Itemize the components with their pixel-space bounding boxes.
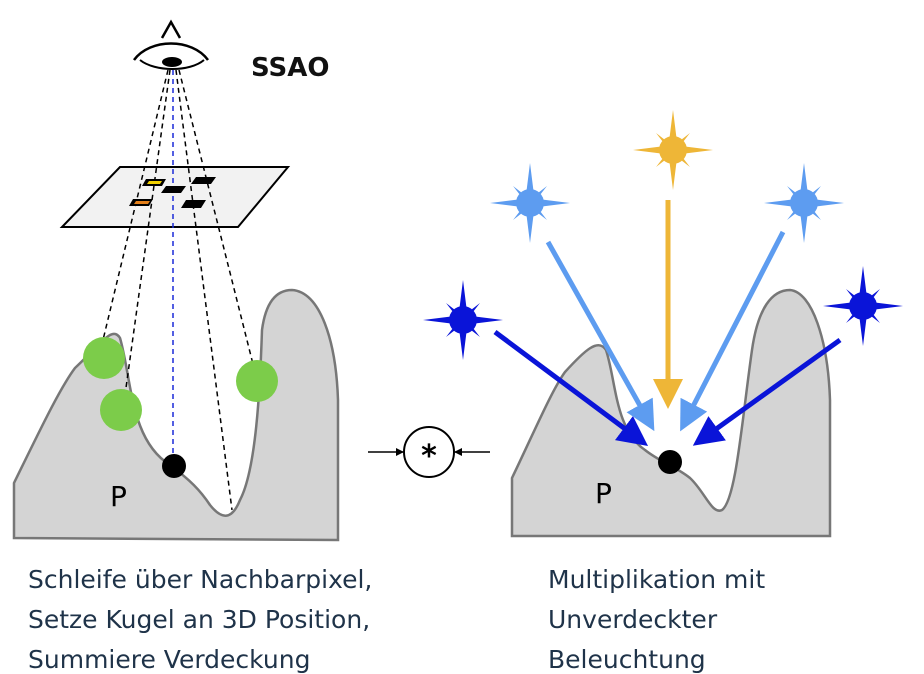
light-source-icon	[423, 280, 503, 360]
light-source-icon	[823, 266, 903, 346]
caption-right: Multiplikation mit Unverdeckter Beleucht…	[548, 560, 765, 674]
light-source-icon	[490, 163, 570, 243]
title: SSAO	[251, 53, 330, 83]
operator-symbol: *	[421, 439, 437, 474]
terrain-left	[12, 288, 340, 542]
light-source-icon	[633, 110, 713, 190]
eye-icon	[132, 19, 210, 70]
multiply-operator: *	[368, 426, 490, 478]
point-p-right	[658, 450, 682, 474]
caption-line: Beleuchtung	[548, 645, 706, 674]
caption-line: Schleife über Nachbarpixel,	[28, 565, 373, 594]
point-label-right: P	[595, 477, 612, 510]
caption-line: Unverdeckter	[548, 605, 718, 634]
sphere-green	[83, 337, 125, 379]
light-arrow	[680, 230, 786, 432]
caption-line: Multiplikation mit	[548, 565, 766, 594]
point-label-left: P	[110, 480, 127, 513]
point-p-left	[162, 454, 186, 478]
caption-line: Setze Kugel an 3D Position,	[28, 605, 371, 634]
light-arrow	[692, 337, 842, 446]
terrain-right	[510, 288, 832, 538]
caption-left: Schleife über Nachbarpixel, Setze Kugel …	[28, 560, 372, 674]
light-arrow	[493, 329, 649, 446]
light-source-icon	[764, 163, 844, 243]
pixel-marks	[129, 177, 216, 208]
light-arrow	[545, 240, 655, 432]
sphere-green	[100, 389, 142, 431]
sphere-green	[236, 360, 278, 402]
image-plane	[59, 166, 291, 228]
caption-line: Summiere Verdeckung	[28, 645, 311, 674]
